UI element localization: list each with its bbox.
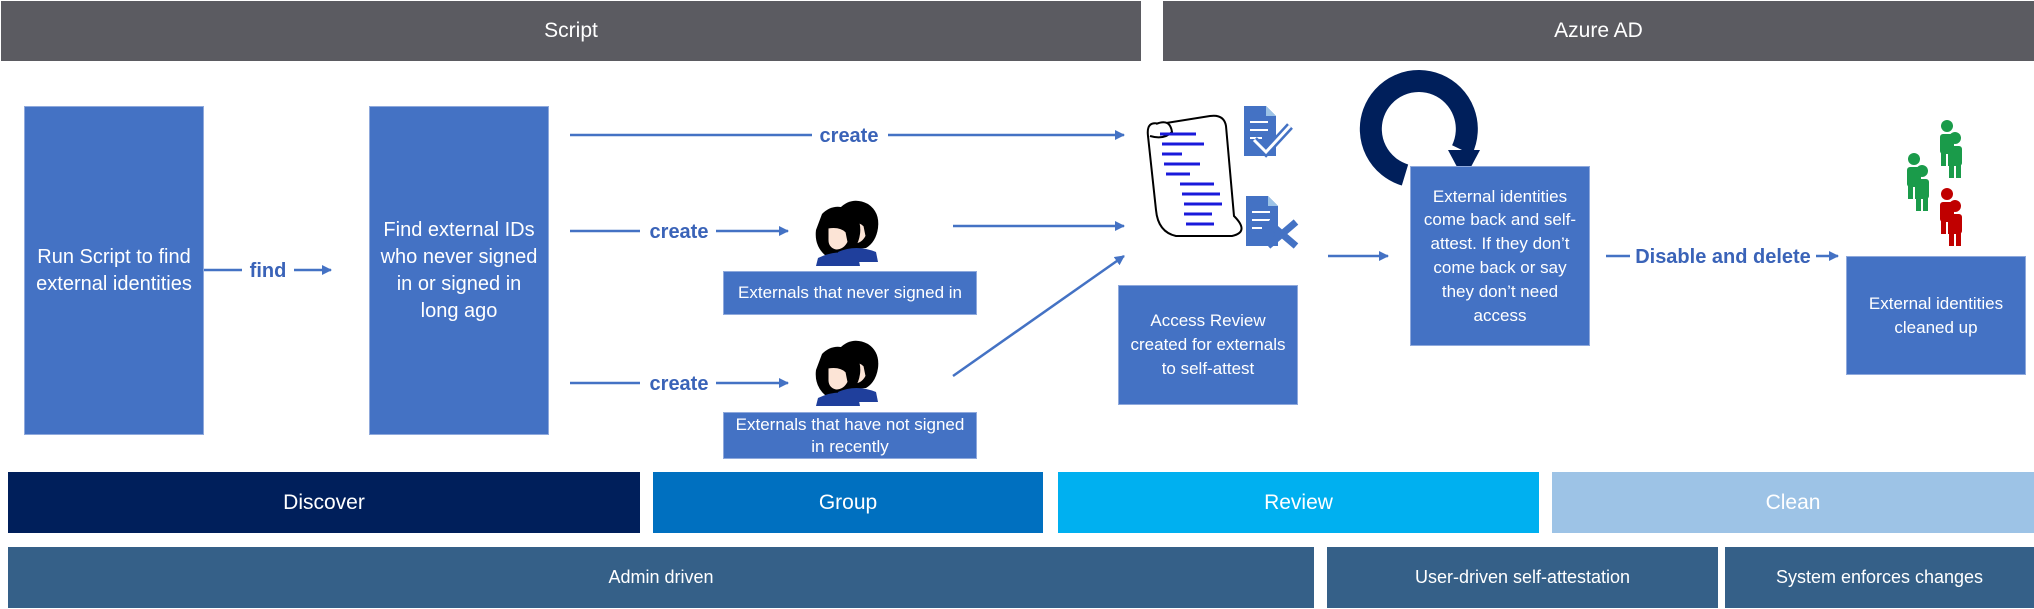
script-header-label: Script bbox=[544, 19, 598, 42]
document-scroll-icon bbox=[1146, 114, 1243, 237]
phase-review: Review bbox=[1058, 472, 1539, 533]
script-header: Script bbox=[1, 1, 1141, 61]
phase-group-label: Group bbox=[818, 490, 878, 514]
phase-group: Group bbox=[653, 472, 1043, 533]
find-ids-text: Find external IDs who never signed in or… bbox=[380, 218, 538, 322]
cleaned-up-text: External identities cleaned up bbox=[1868, 293, 2004, 337]
approved-document-icon bbox=[1244, 106, 1293, 158]
azure-ad-header: Azure AD bbox=[1163, 1, 2034, 61]
not-signed-recently-text: Externals that have not signed in recent… bbox=[735, 415, 965, 456]
users-group-icon bbox=[1907, 120, 1962, 246]
run-script-text: Run Script to find external identities bbox=[36, 245, 192, 295]
self-attest-text: External identities come back and self-a… bbox=[1423, 186, 1577, 325]
footer-system-label: System enforces changes bbox=[1775, 567, 1984, 587]
find-ids-box: Find external IDs who never signed in or… bbox=[369, 106, 549, 435]
footer-user-label: User-driven self-attestation bbox=[1414, 567, 1631, 587]
phase-clean: Clean bbox=[1552, 472, 2034, 533]
azure-ad-header-label: Azure AD bbox=[1554, 19, 1643, 42]
phase-discover-label: Discover bbox=[283, 490, 365, 514]
not-signed-recently-box: Externals that have not signed in recent… bbox=[723, 412, 977, 459]
create-bottom-label: create bbox=[650, 373, 709, 395]
find-label: find bbox=[250, 260, 287, 282]
people-group-icon bbox=[815, 200, 879, 266]
people-group-icon bbox=[815, 340, 879, 406]
footer-system-enforces: System enforces changes bbox=[1725, 547, 2034, 608]
footer-admin-driven: Admin driven bbox=[8, 547, 1314, 608]
not-signed-to-review-arrow bbox=[952, 254, 1125, 378]
footer-admin-label: Admin driven bbox=[608, 567, 714, 587]
create-mid-label: create bbox=[650, 221, 709, 243]
never-signed-in-text: Externals that never signed in bbox=[738, 282, 962, 302]
phase-clean-label: Clean bbox=[1765, 490, 1821, 514]
access-review-box: Access Review created for externals to s… bbox=[1118, 285, 1298, 405]
phase-discover: Discover bbox=[8, 472, 640, 533]
cleaned-up-box: External identities cleaned up bbox=[1846, 256, 2026, 375]
refresh-cycle-icon bbox=[1359, 70, 1480, 186]
phase-review-label: Review bbox=[1264, 490, 1333, 514]
self-attest-box: External identities come back and self-a… bbox=[1410, 166, 1590, 346]
never-signed-in-box: Externals that never signed in bbox=[723, 271, 977, 315]
footer-user-driven: User-driven self-attestation bbox=[1327, 547, 1718, 608]
access-review-text: Access Review created for externals to s… bbox=[1130, 311, 1286, 378]
create-top-label: create bbox=[820, 125, 879, 147]
run-script-box: Run Script to find external identities bbox=[24, 106, 204, 435]
disable-delete-label: Disable and delete bbox=[1635, 246, 1811, 268]
denied-document-icon bbox=[1246, 196, 1299, 249]
